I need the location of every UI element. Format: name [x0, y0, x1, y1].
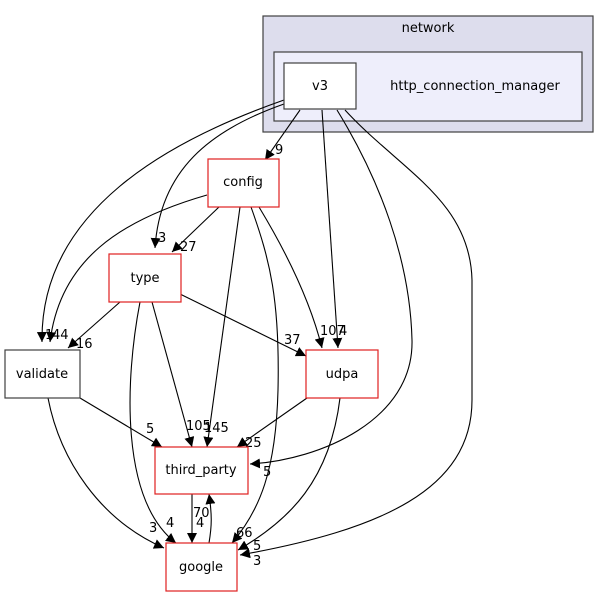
edge-label: 145	[204, 421, 229, 436]
node-type[interactable]: type	[108, 253, 182, 303]
edge-v3-validate[interactable]	[36, 99, 285, 343]
edge-label: 44	[52, 328, 69, 343]
edge-config-validate[interactable]	[46, 194, 208, 343]
edge-label: 3	[253, 554, 261, 569]
edge-label: 105	[186, 419, 211, 434]
edge-type-third-party[interactable]	[151, 301, 195, 448]
edge-type-validate[interactable]	[67, 301, 121, 349]
node-third-party-label: third_party	[165, 463, 236, 478]
edges	[36, 99, 473, 559]
edge-config-udpa[interactable]	[258, 206, 325, 349]
cluster-network-label: network	[402, 21, 455, 36]
edge-label: 5	[146, 422, 154, 437]
edge-v3-udpa[interactable]	[321, 109, 343, 349]
edge-label: 3	[149, 521, 157, 536]
edge-labels: 9 3 1 4 5 3 27 44 107 145 66 16 37 105 4…	[45, 143, 347, 569]
edge-type-google[interactable]	[129, 301, 177, 544]
edge-label: 5	[253, 539, 261, 554]
node-validate-label: validate	[16, 367, 68, 382]
edge-label: 107	[320, 324, 345, 339]
edge-validate-google[interactable]	[47, 397, 165, 549]
edge-label: 1	[45, 328, 53, 343]
node-config-label: config	[223, 175, 263, 190]
node-google-label: google	[179, 560, 223, 575]
edge-label: 4	[166, 516, 174, 531]
edge-config-google[interactable]	[231, 206, 279, 544]
edge-udpa-third-party[interactable]	[236, 397, 308, 448]
node-udpa-label: udpa	[326, 367, 359, 382]
edge-type-udpa[interactable]	[179, 293, 307, 357]
cluster-http-connection-manager-label: http_connection_manager	[390, 79, 560, 94]
edge-label: 4	[196, 516, 204, 531]
edge-label: 37	[284, 333, 301, 348]
edge-validate-third-party[interactable]	[79, 397, 163, 448]
edge-label: 9	[275, 143, 283, 158]
node-validate[interactable]: validate	[4, 349, 81, 399]
edge-udpa-google[interactable]	[237, 397, 341, 551]
edge-v3-type[interactable]	[150, 103, 285, 249]
edge-label: 3	[158, 231, 166, 246]
edge-label: 25	[245, 436, 262, 451]
edge-label: 5	[263, 465, 271, 480]
node-third-party[interactable]: third_party	[154, 446, 249, 495]
edge-config-third-party[interactable]	[203, 206, 241, 448]
edge-label: 70	[193, 506, 210, 521]
node-v3-label: v3	[312, 79, 328, 94]
node-google[interactable]: google	[165, 542, 238, 592]
edge-google-third-party[interactable]	[205, 493, 216, 544]
edge-config-type[interactable]	[171, 206, 220, 253]
edge-v3-google[interactable]	[239, 109, 473, 559]
node-config[interactable]: config	[207, 158, 280, 208]
node-udpa[interactable]: udpa	[305, 349, 379, 399]
node-v3[interactable]: v3	[283, 62, 357, 110]
edge-label: 27	[180, 240, 197, 255]
edge-v3-third-party[interactable]	[249, 109, 413, 469]
edge-label: 66	[236, 526, 253, 541]
edge-label: 4	[339, 324, 347, 339]
edge-v3-config[interactable]	[264, 109, 301, 161]
node-type-label: type	[130, 271, 159, 286]
edge-label: 16	[76, 337, 93, 352]
